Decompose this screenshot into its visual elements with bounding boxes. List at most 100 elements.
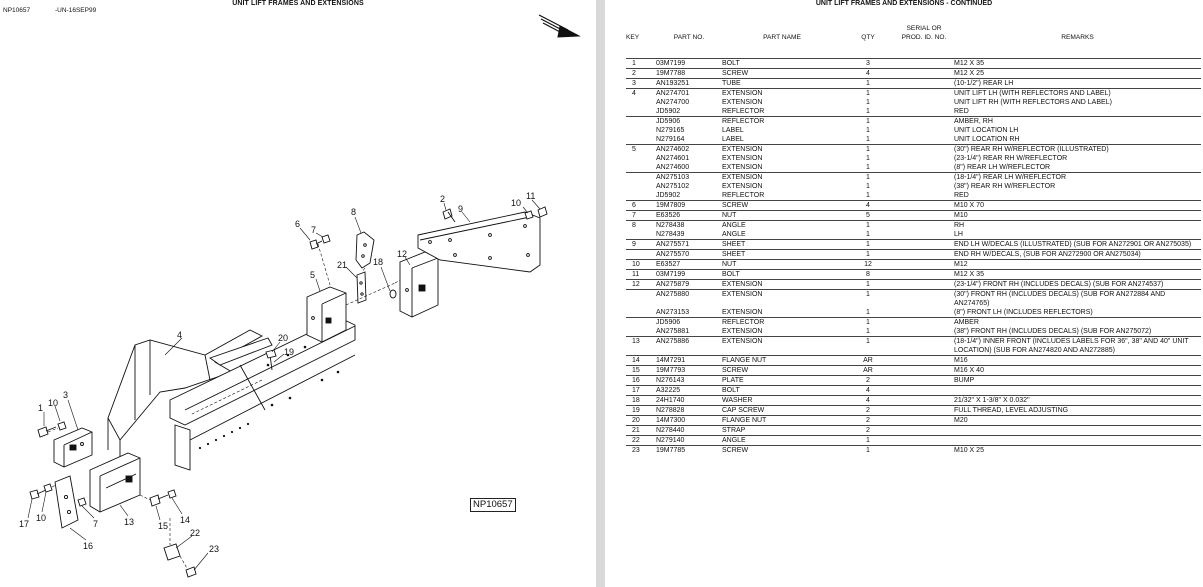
cell-serial	[894, 308, 954, 318]
cell-remarks: M10 X 25	[954, 445, 1201, 455]
cell-part-no: JD5902	[656, 108, 681, 115]
cell-key	[626, 308, 656, 318]
cell-remarks: (30") REAR RH W/REFLECTOR (ILLUSTRATED)	[954, 144, 1201, 154]
cell-key	[626, 116, 656, 126]
cell-qty: 4	[842, 200, 894, 211]
cell-part-name: BOLT	[722, 269, 842, 280]
cell-part-no: A32225	[656, 385, 722, 396]
cell-part-no: AN275880	[656, 289, 722, 308]
cell-key: 19	[626, 405, 656, 416]
cell-serial	[894, 200, 954, 211]
parts-list-page: UNIT LIFT FRAMES AND EXTENSIONS - CONTIN…	[605, 0, 1203, 587]
cell-key: 8	[626, 220, 656, 230]
cell-part-no: N276143	[656, 375, 722, 386]
cell-part-name: LABEL	[722, 136, 744, 143]
callout-9: 9	[458, 204, 463, 214]
cell-key	[626, 191, 656, 201]
cell-key	[626, 154, 656, 163]
extension-part-13	[89, 452, 141, 513]
cell-remarks: M10 X 70	[954, 200, 1201, 211]
cell-part-no: N278439	[656, 231, 685, 238]
diagram-title: UNIT LIFT FRAMES AND EXTENSIONS	[232, 0, 364, 7]
cell-serial	[894, 405, 954, 416]
strap-part-21	[356, 271, 367, 304]
cell-key	[626, 126, 656, 135]
parts-table-header: KEY PART NO. PART NAME QTY SERIAL OR PRO…	[626, 24, 1201, 59]
cell-key: 21	[626, 425, 656, 436]
cell-key: 15	[626, 365, 656, 376]
cell-remarks: BUMP	[954, 375, 1201, 386]
cell-part-no: AN275571	[656, 239, 722, 250]
cell-key	[626, 317, 656, 327]
cell-serial	[894, 98, 954, 107]
cell-part-no: 19M7788	[656, 68, 722, 79]
cell-serial	[894, 210, 954, 221]
cell-part-no: AN275570	[656, 249, 722, 260]
cell-remarks: AMBER, RH	[954, 116, 1201, 126]
callout-labels: 1 10 3 4 5 6 7 8 2 9 10 11 21 18 12 20 1…	[19, 191, 535, 554]
cell-serial	[894, 68, 954, 79]
cell-part-no: E63527	[656, 259, 722, 270]
cell-remarks: (23-1/4") REAR RH W/REFLECTOR	[954, 155, 1068, 162]
cell-serial	[894, 230, 954, 240]
col-serial-header: SERIAL OR PROD. ID. NO.	[894, 24, 954, 59]
cell-key: 4	[626, 88, 656, 98]
cell-qty: 1	[866, 164, 870, 171]
callout-11: 11	[526, 191, 535, 201]
cell-remarks: (23-1/4") FRONT RH (INCLUDES DECALS) (SU…	[954, 279, 1201, 290]
cell-qty: AR	[842, 355, 894, 366]
cell-serial	[894, 126, 954, 135]
cell-key	[626, 172, 656, 182]
cell-qty: 4	[842, 68, 894, 79]
cell-key	[626, 163, 656, 173]
cell-key: 6	[626, 200, 656, 211]
cell-part-name: CAP SCREW	[722, 405, 842, 416]
cell-serial	[894, 249, 954, 260]
frame-holes	[198, 345, 340, 450]
cell-part-no: AN275103	[656, 172, 722, 182]
cell-serial	[894, 191, 954, 201]
cell-part-name: SHEET	[722, 239, 842, 250]
cell-key: 18	[626, 395, 656, 406]
cell-part-no: N279165	[656, 127, 685, 134]
cell-qty: 1	[842, 239, 894, 250]
cell-serial	[894, 239, 954, 250]
page-gutter	[596, 0, 605, 587]
cell-qty: 2	[842, 425, 894, 436]
cell-remarks: (38") REAR RH W/REFLECTOR	[954, 183, 1056, 190]
callout-6: 6	[295, 219, 300, 229]
cell-qty: 4	[842, 385, 894, 396]
callout-17: 17	[19, 519, 29, 529]
cell-serial	[894, 327, 954, 337]
cell-part-name: PLATE	[722, 375, 842, 386]
cell-key	[626, 249, 656, 260]
cell-part-no: AN275102	[656, 183, 690, 190]
cell-part-name: FLANGE NUT	[722, 415, 842, 426]
cell-part-name: REFLECTOR	[722, 317, 842, 327]
cell-remarks: UNIT LOCATION LH	[954, 127, 1019, 134]
cell-part-name: EXTENSION	[722, 164, 763, 171]
cell-part-no: JD5902	[656, 192, 681, 199]
cell-key	[626, 182, 656, 191]
cell-part-no: E63526	[656, 210, 722, 221]
cell-remarks	[954, 435, 1201, 446]
exploded-parts-diagram: 1 10 3 4 5 6 7 8 2 9 10 11 21 18 12 20 1…	[19, 14, 581, 578]
callout-14: 14	[180, 515, 190, 525]
cell-part-name: LABEL	[722, 127, 744, 134]
cell-part-name: EXTENSION	[722, 155, 763, 162]
cell-part-no: AN193251	[656, 78, 722, 89]
cell-key	[626, 230, 656, 240]
col-serial-header-text: SERIAL OR PROD. ID. NO.	[901, 25, 947, 41]
cell-remarks: END LH W/DECALS (ILLUSTRATED) (SUB FOR A…	[954, 239, 1201, 250]
figure-number-box: NP10657	[470, 498, 516, 512]
cell-remarks: UNIT LIFT RH (WITH REFLECTORS AND LABEL)	[954, 99, 1112, 106]
cell-part-name: WASHER	[722, 395, 842, 406]
